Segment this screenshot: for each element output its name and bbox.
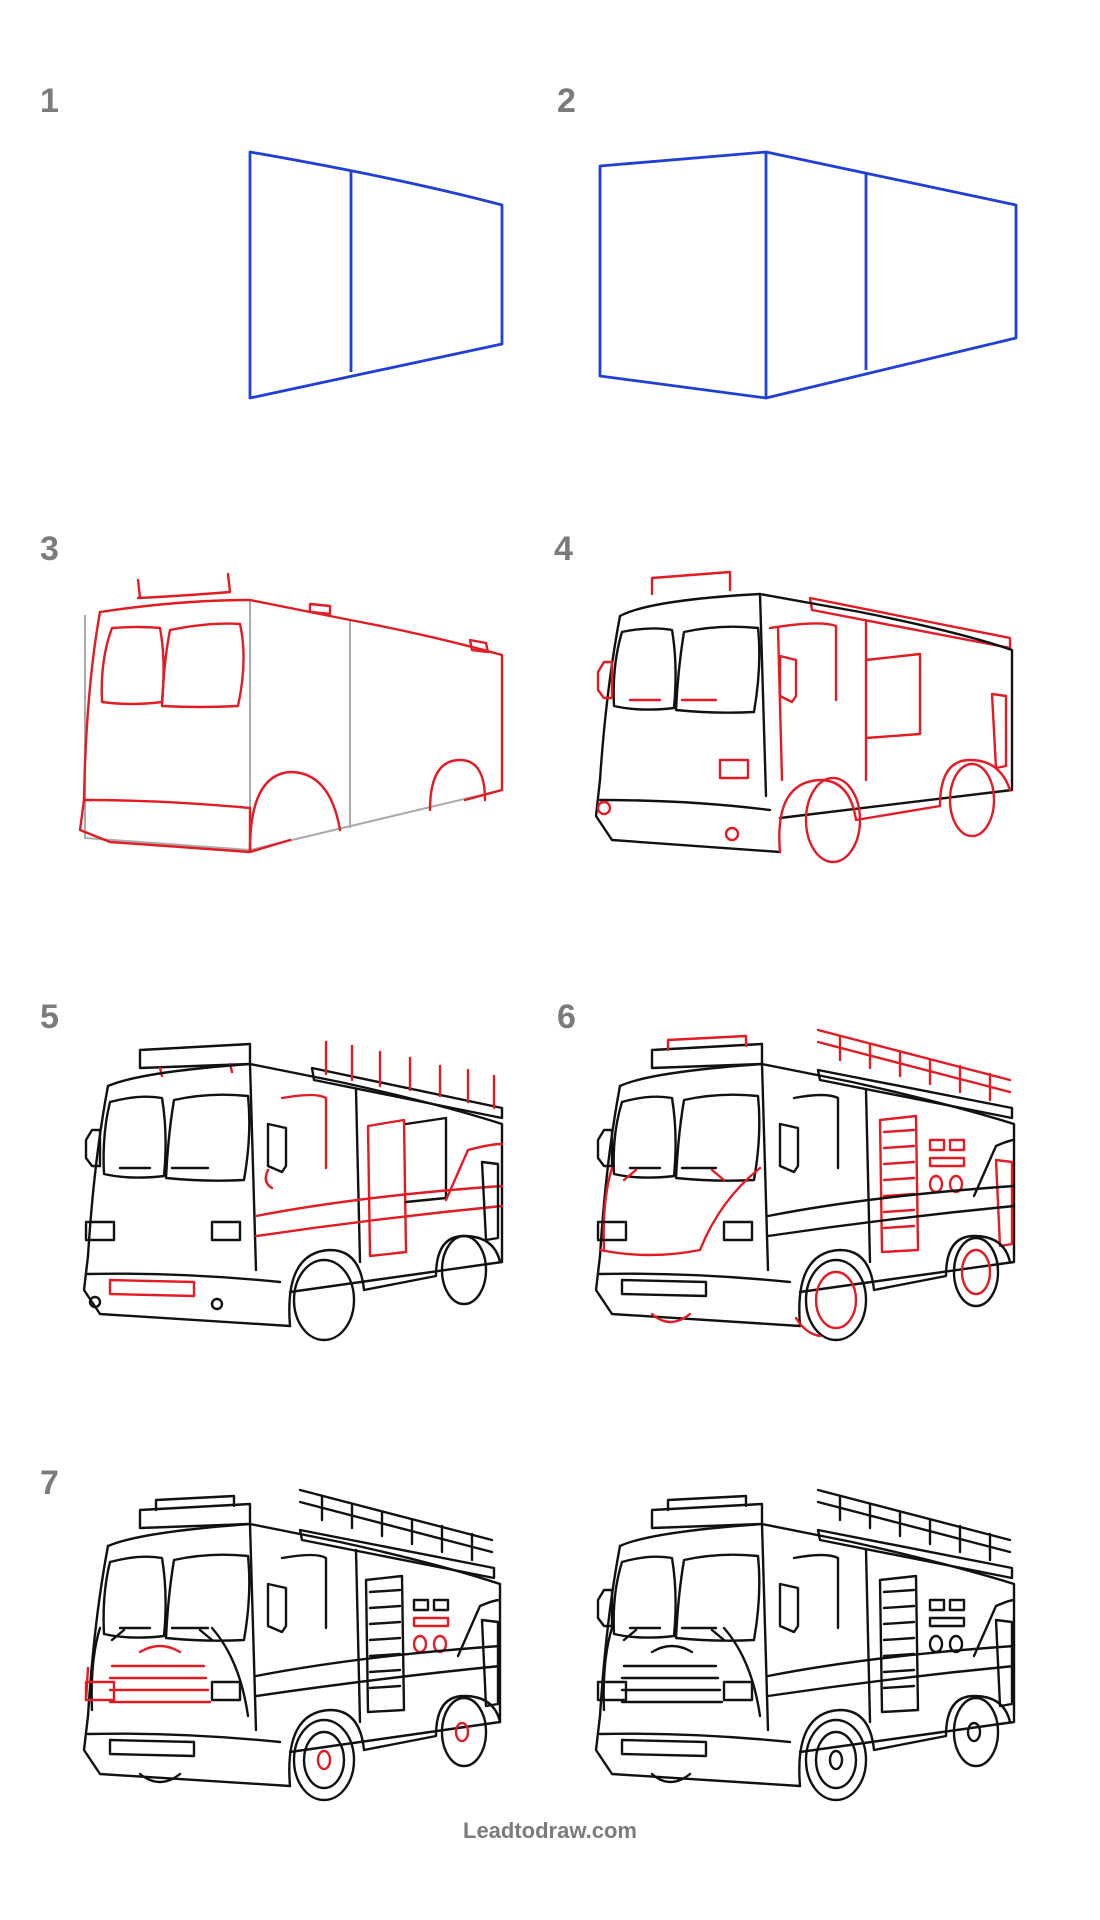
step-6-number: 6 (557, 998, 576, 1036)
step-7-number: 7 (40, 1464, 59, 1502)
step-3-number: 3 (40, 530, 59, 568)
step-1-number: 1 (40, 82, 59, 120)
step-2-number: 2 (557, 82, 576, 120)
site-watermark: Leadtodraw.com (463, 1818, 637, 1843)
step-5-number: 5 (40, 998, 59, 1036)
step-4-number: 4 (554, 530, 573, 568)
